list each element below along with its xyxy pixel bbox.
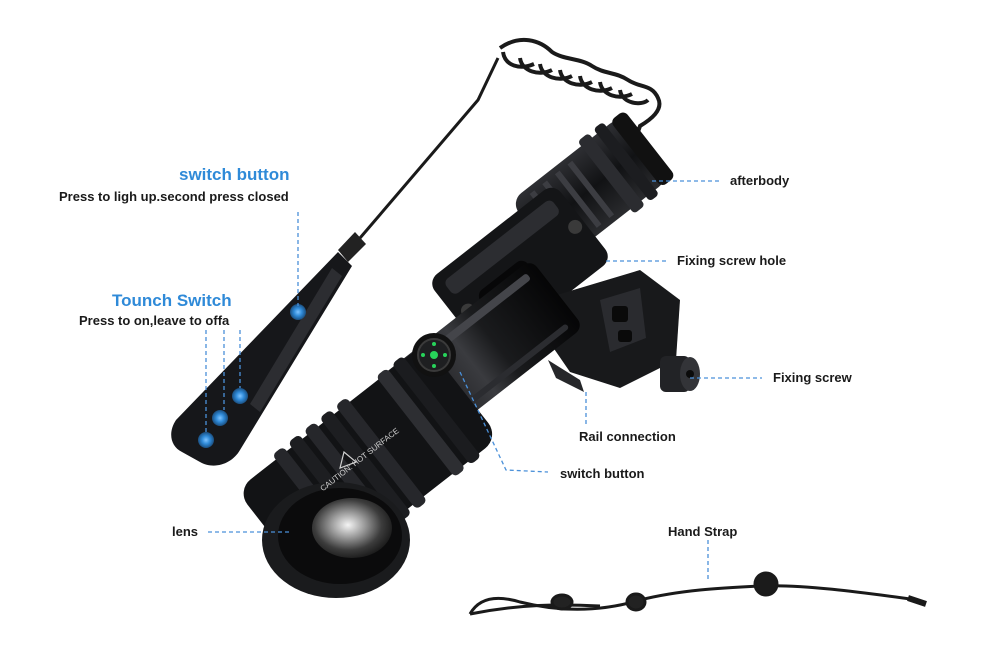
- afterbody-label: afterbody: [730, 173, 790, 188]
- leader-lines: [205, 180, 762, 582]
- switch-button-title: switch button: [179, 165, 290, 184]
- touch-indicators: [198, 304, 306, 448]
- lens-label: lens: [172, 524, 199, 539]
- side-switch-button-label: switch button: [560, 466, 645, 481]
- flashlight-body: CAUTION: HOT SURFACE: [243, 112, 700, 598]
- touch-switch-desc: Press to on,leave to offa: [79, 313, 230, 328]
- rail-mount: [540, 270, 680, 392]
- rail-connection-label: Rail connection: [579, 429, 676, 444]
- power-indicator-icon: [412, 333, 456, 377]
- touch-switch-title: Tounch Switch: [112, 291, 232, 310]
- warning-triangle-icon: [339, 450, 358, 469]
- hand-strap-label: Hand Strap: [668, 524, 738, 539]
- fixing-screw-hole-label: Fixing screw hole: [677, 253, 787, 268]
- switch-button-desc: Press to ligh up.second press closed: [59, 189, 289, 204]
- hand-strap: [468, 571, 927, 616]
- fixing-screw-label: Fixing screw: [773, 370, 852, 385]
- lens-glass: [312, 498, 392, 558]
- fixing-screw: [660, 356, 700, 392]
- coiled-cable: [358, 37, 662, 239]
